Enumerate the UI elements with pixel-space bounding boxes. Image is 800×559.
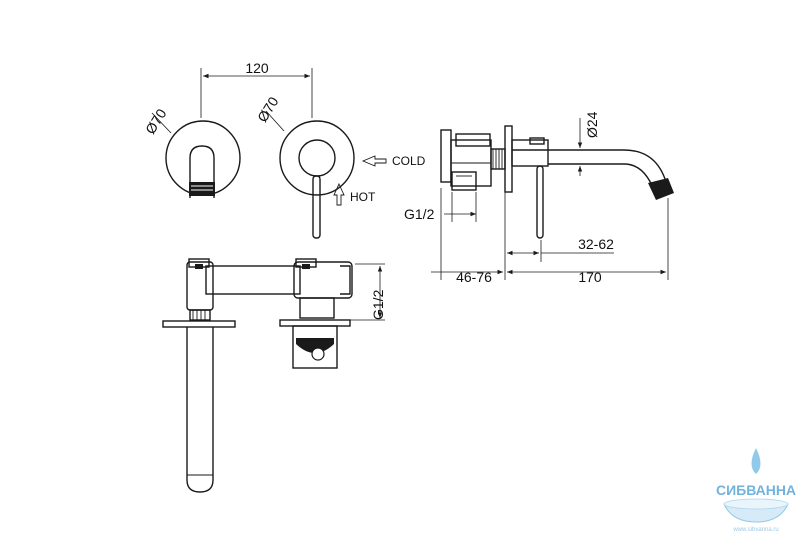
side-lower-fitting bbox=[451, 171, 477, 191]
mixer-cap-right bbox=[340, 265, 351, 295]
thread-left bbox=[189, 309, 211, 321]
mixer-rosette bbox=[279, 120, 355, 196]
g12-side-label: G1/2 bbox=[404, 206, 435, 222]
side-spout-tip bbox=[648, 178, 674, 200]
front-view: 120 Ø70 Ø70 COLD HOT bbox=[142, 60, 426, 239]
side-valve-top bbox=[455, 133, 491, 147]
watermark-logo: СИБВАННА www.sibvanna.ru bbox=[716, 448, 796, 533]
g12-front-label: G1/2 bbox=[370, 289, 386, 320]
side-mixer-cap bbox=[529, 137, 545, 145]
mixer-handle-shade bbox=[296, 338, 334, 353]
dia-70-right-leader bbox=[265, 110, 285, 132]
hot-arrow-icon bbox=[333, 182, 345, 206]
mixer-body bbox=[298, 139, 336, 177]
spout-front bbox=[189, 145, 215, 198]
dim-120-label: 120 bbox=[245, 60, 269, 76]
spout-flange bbox=[162, 320, 236, 328]
spout-housing bbox=[186, 261, 214, 311]
dia-24-label: Ø24 bbox=[584, 111, 600, 138]
hot-label: HOT bbox=[350, 190, 376, 204]
side-lever bbox=[536, 165, 544, 239]
mixer-handle bbox=[292, 325, 338, 369]
dia-70-left-label: Ø70 bbox=[142, 106, 170, 137]
mixer-lever bbox=[312, 175, 321, 239]
plan-view: G1/2 bbox=[162, 258, 386, 493]
spout-screw bbox=[195, 264, 203, 269]
watermark-brand: СИБВАННА bbox=[716, 482, 796, 498]
cold-label: COLD bbox=[392, 154, 426, 168]
side-rosette bbox=[504, 125, 513, 193]
spout-pipe bbox=[186, 327, 214, 493]
connecting-body bbox=[205, 265, 301, 295]
side-view: Ø24 G1/2 32-62 46-76 170 bbox=[404, 111, 674, 285]
dim-46-76-label: 46-76 bbox=[456, 269, 492, 285]
mixer-screw bbox=[302, 264, 310, 269]
water-drop-icon bbox=[751, 448, 761, 474]
dia-70-right-label: Ø70 bbox=[254, 94, 282, 125]
side-back-plate bbox=[440, 129, 452, 183]
dim-32-62-label: 32-62 bbox=[578, 236, 614, 252]
cold-arrow-icon bbox=[361, 155, 387, 167]
mixer-flange bbox=[279, 319, 351, 327]
mixer-neck bbox=[299, 297, 335, 319]
dia-70-left-leader bbox=[151, 112, 172, 134]
dim-170-label: 170 bbox=[578, 269, 602, 285]
watermark-url: www.sibvanna.ru bbox=[732, 527, 778, 533]
side-spout bbox=[512, 149, 669, 197]
spout-aerator bbox=[189, 182, 215, 196]
